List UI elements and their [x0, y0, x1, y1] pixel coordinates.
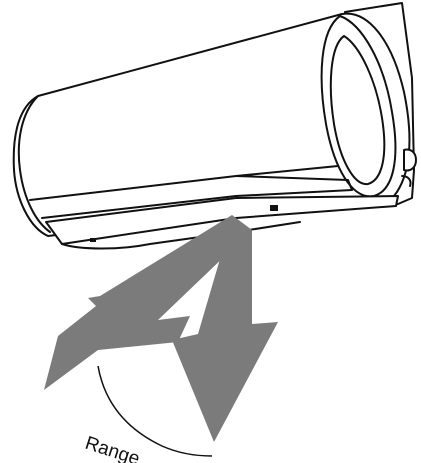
side-knob	[404, 149, 416, 170]
airflow-arrows	[44, 215, 278, 442]
range-label: Range	[82, 433, 142, 463]
indicator-mark-left	[90, 238, 96, 242]
indicator-mark-right	[270, 205, 278, 211]
air-conditioner-unit-icon	[14, 3, 416, 249]
